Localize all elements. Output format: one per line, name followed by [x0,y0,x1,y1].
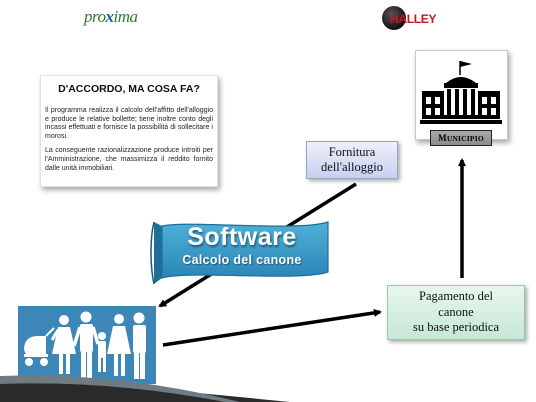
software-subtitle: Calcolo del canone [182,253,302,267]
city-hall-icon [415,50,508,140]
arrow-family-to-pagamento [162,308,382,347]
pagamento-box: Pagamento del canone su base periodica [387,285,525,340]
pagamento-line-1: Pagamento del [419,289,493,303]
municipio-label: MUNICIPIO [430,130,492,146]
software-banner: Software Calcolo del canone [148,218,336,288]
info-box: D'ACCORDO, MA COSA FA? Il programma real… [40,75,218,187]
fornitura-line-2: dell'alloggio [321,160,383,174]
info-heading: D'ACCORDO, MA COSA FA? [58,83,200,95]
family-icon [18,306,156,384]
software-title: Software [187,223,297,251]
pagamento-line-2: canone [438,304,474,319]
info-paragraph-2: La conseguente razionalizzazione produce… [45,147,213,172]
halley-logo: HALLEY [382,6,446,34]
pagamento-line-3: su base periodica [412,320,500,334]
info-paragraph-1: Il programma realizza il calcolo dell'af… [45,107,213,140]
halley-logo-word: HALLEY [390,12,437,26]
halley-logo-mark [382,6,406,30]
proxima-logo: proxima [84,7,138,26]
fornitura-line-1: Fornitura [328,145,376,159]
fornitura-box: Fornitura dell'alloggio [306,141,398,179]
